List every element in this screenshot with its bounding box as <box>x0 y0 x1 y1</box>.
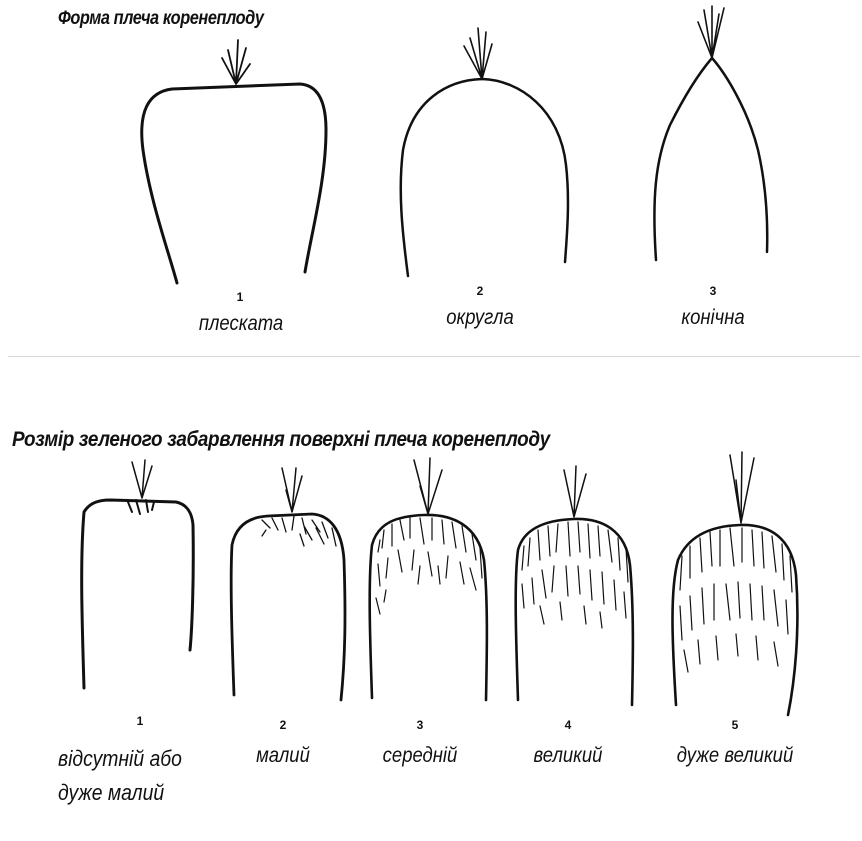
green-5-label: дуже великий <box>673 744 796 768</box>
root-rounded-shoulder <box>401 28 568 276</box>
shape-1-number: 1 <box>220 290 260 304</box>
green-1-number: 1 <box>120 714 160 728</box>
green-2-number: 2 <box>263 718 303 732</box>
root-green-size-5 <box>673 452 798 715</box>
root-green-size-1 <box>82 460 194 688</box>
green-1-label-line1: відсутній або <box>58 742 182 776</box>
green-3-label: середній <box>367 744 473 768</box>
green-coloring-title: Розмір зеленого забарвлення поверхні пле… <box>12 428 550 452</box>
root-conical-shoulder <box>654 6 767 260</box>
root-green-size-2 <box>231 468 345 700</box>
green-1-label-line2: дуже малий <box>58 776 164 810</box>
green-2-label: малий <box>235 744 332 768</box>
green-5-number: 5 <box>715 718 755 732</box>
shape-2-label: округла <box>432 306 529 330</box>
root-flat-shoulder <box>142 40 326 283</box>
shape-3-number: 3 <box>693 284 733 298</box>
green-4-label: великий <box>515 744 621 768</box>
green-4-number: 4 <box>548 718 588 732</box>
shape-1-label: плеската <box>193 312 290 336</box>
shape-3-label: конічна <box>665 306 762 330</box>
shape-2-number: 2 <box>460 284 500 298</box>
section-divider <box>8 356 860 357</box>
root-green-size-3 <box>370 458 487 700</box>
root-green-size-4 <box>516 466 633 705</box>
green-3-number: 3 <box>400 718 440 732</box>
